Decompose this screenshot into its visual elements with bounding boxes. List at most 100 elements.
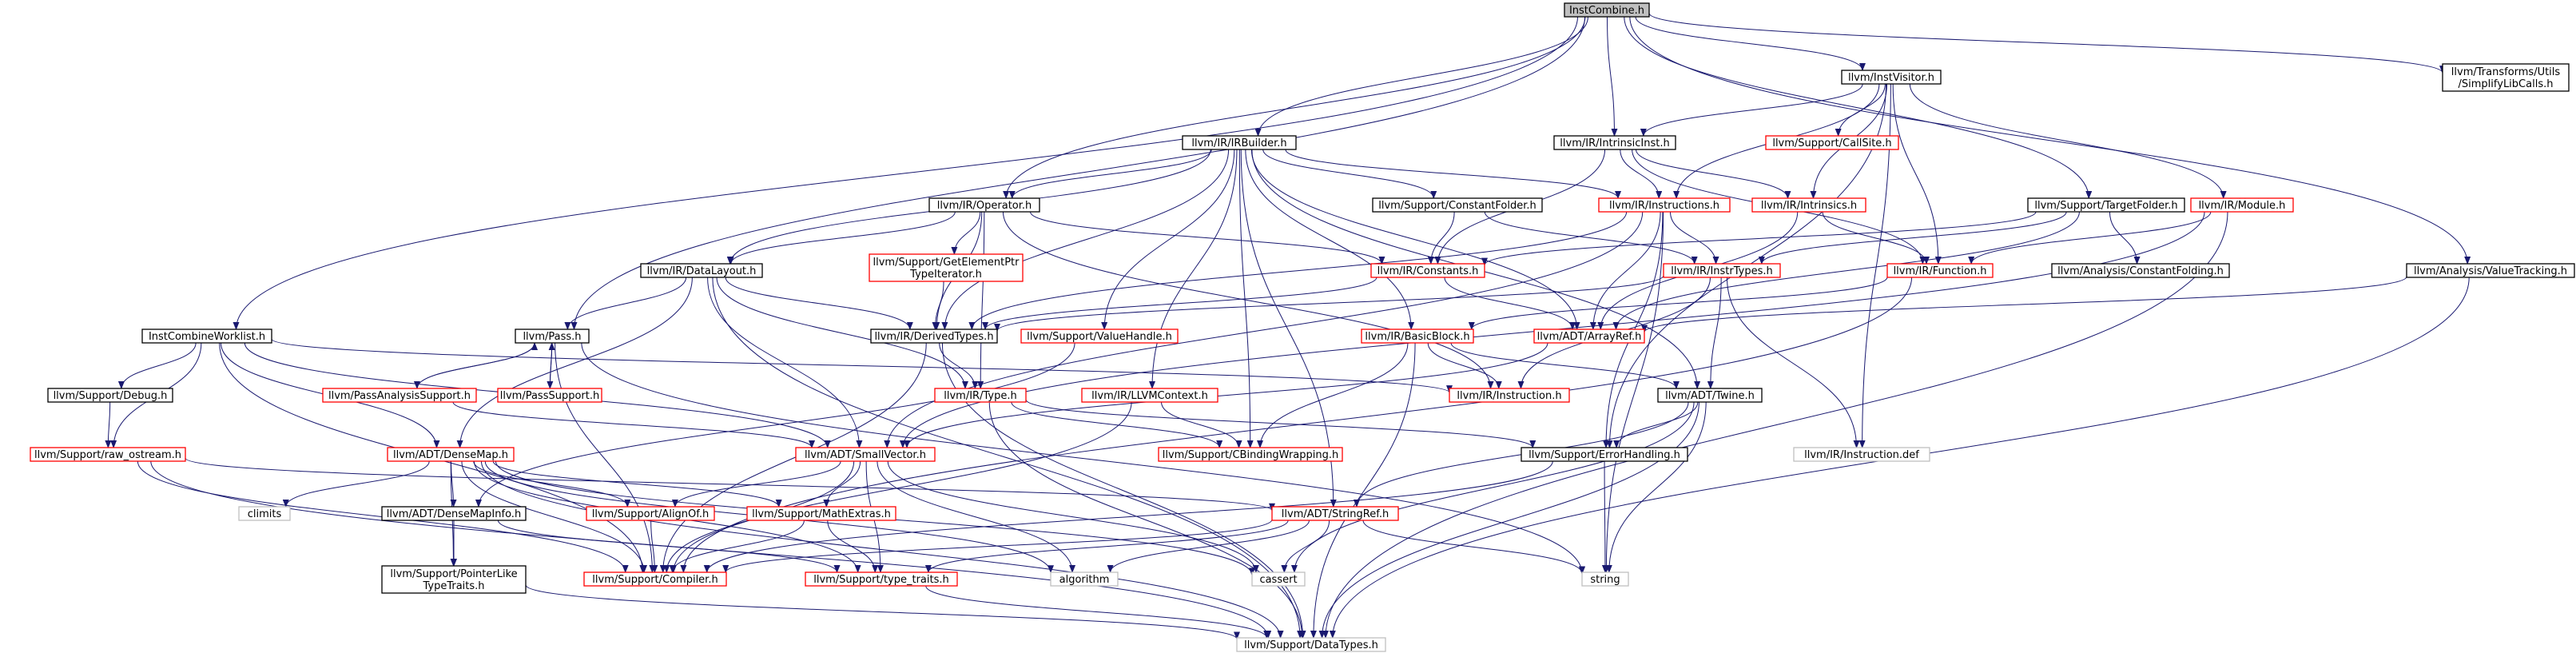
node-climits: climits	[238, 506, 291, 521]
node-compiler[interactable]: llvm/Support/Compiler.h	[583, 571, 727, 587]
node-box-typetraits	[805, 571, 958, 587]
edge-smallvector-to-alignof	[671, 460, 841, 508]
node-box-alignof	[586, 506, 715, 521]
edge-instrtypes-to-derivedtypes	[994, 275, 1664, 332]
node-valuehandle[interactable]: llvm/Support/ValueHandle.h	[1020, 329, 1179, 344]
node-rawostream[interactable]: llvm/Support/raw_ostream.h	[30, 447, 186, 462]
node-mathextras[interactable]: llvm/Support/MathExtras.h	[746, 506, 896, 521]
node-callsite[interactable]: llvm/Support/CallSite.h	[1765, 135, 1899, 150]
node-passanalysis[interactable]: llvm/PassAnalysisSupport.h	[322, 388, 477, 403]
node-instruction[interactable]: llvm/IR/Instruction.h	[1449, 388, 1570, 403]
edge-constants-to-derivedtypes	[982, 277, 1377, 330]
node-box-targetfolder	[2027, 197, 2185, 213]
node-label-pointerlike-0: llvm/Support/PointerLike	[390, 568, 517, 580]
node-label-operator: llvm/IR/Operator.h	[937, 200, 1032, 212]
edge-root-to-instvisitor	[1635, 16, 1866, 71]
node-errorhandling[interactable]: llvm/Support/ErrorHandling.h	[1521, 447, 1688, 462]
node-label-errorhandling: llvm/Support/ErrorHandling.h	[1529, 449, 1680, 461]
node-passsupport[interactable]: llvm/PassSupport.h	[497, 388, 602, 403]
node-twine[interactable]: llvm/ADT/Twine.h	[1657, 388, 1763, 403]
node-label-gep-1: TypeIterator.h	[909, 269, 982, 281]
node-irbuilder[interactable]: llvm/IR/IRBuilder.h	[1182, 135, 1297, 150]
node-intrinsics[interactable]: llvm/IR/Intrinsics.h	[1751, 197, 1866, 213]
edge-derivedtypes-to-type	[939, 342, 979, 389]
node-constants[interactable]: llvm/IR/Constants.h	[1370, 263, 1485, 278]
node-label-typetraits: llvm/Support/type_traits.h	[813, 574, 949, 586]
node-typetraits[interactable]: llvm/Support/type_traits.h	[805, 571, 958, 587]
node-type[interactable]: llvm/IR/Type.h	[934, 388, 1027, 403]
edge-instructions-to-string	[1603, 211, 1664, 573]
node-function[interactable]: llvm/IR/Function.h	[1886, 263, 1994, 278]
node-intrinsicinst[interactable]: llvm/IR/IntrinsicInst.h	[1553, 135, 1676, 150]
node-instrtypes[interactable]: llvm/IR/InstrTypes.h	[1663, 263, 1781, 278]
node-smallvector[interactable]: llvm/ADT/SmallVector.h	[795, 447, 936, 462]
node-simplifylibcalls[interactable]: llvm/Transforms/Utils/SimplifyLibCalls.h	[2442, 63, 2570, 92]
node-densemapinfo[interactable]: llvm/ADT/DenseMapInfo.h	[381, 506, 527, 521]
edge-irbuilder-to-llvmcontext	[1149, 149, 1238, 389]
node-box-debug	[47, 388, 173, 403]
node-datalayout[interactable]: llvm/IR/DataLayout.h	[640, 263, 763, 278]
node-densemap[interactable]: llvm/ADT/DenseMap.h	[387, 447, 515, 462]
edge-valuetracking-to-arrayref	[1641, 276, 2407, 333]
node-label-function: llvm/IR/Function.h	[1894, 265, 1987, 277]
edge-smallvector-to-mathextras	[823, 460, 861, 508]
node-constantfolder[interactable]: llvm/Support/ConstantFolder.h	[1372, 197, 1543, 213]
node-basicblock[interactable]: llvm/IR/BasicBlock.h	[1361, 329, 1474, 344]
node-targetfolder[interactable]: llvm/Support/TargetFolder.h	[2027, 197, 2185, 213]
node-llvmcontext[interactable]: llvm/IR/LLVMContext.h	[1081, 388, 1218, 403]
node-label-twine: llvm/ADT/Twine.h	[1665, 390, 1755, 402]
edge-instructions-to-derivedtypes	[968, 211, 1628, 330]
node-label-climits: climits	[248, 508, 282, 520]
node-box-worklist	[141, 329, 272, 344]
node-root[interactable]: InstCombine.h	[1564, 2, 1650, 18]
edge-stringref-to-cassert	[1281, 520, 1330, 573]
node-label-passanalysis: llvm/PassAnalysisSupport.h	[328, 390, 471, 402]
edge-worklist-to-instruction	[271, 338, 1453, 394]
node-label-instructiondef: llvm/IR/Instruction.def	[1804, 449, 1919, 461]
edge-mathextras-to-typetraits	[827, 520, 879, 573]
edge-type-to-cbinding	[1011, 401, 1223, 448]
edge-root-to-intrinsicinst	[1607, 16, 1618, 137]
node-alignof[interactable]: llvm/Support/AlignOf.h	[586, 506, 715, 521]
edge-targetfolder-to-constantfolding	[2109, 211, 2141, 265]
edge-operator-to-constants	[1030, 211, 1385, 265]
node-label-densemap: llvm/ADT/DenseMap.h	[393, 449, 508, 461]
node-valuetracking[interactable]: llvm/Analysis/ValueTracking.h	[2406, 263, 2575, 278]
edge-errorhandling-to-compiler	[703, 460, 1553, 573]
node-box-module	[2190, 197, 2294, 213]
edge-stringref-to-string	[1362, 520, 1585, 575]
node-box-smallvector	[795, 447, 936, 462]
node-label-datatypes: llvm/Support/DataTypes.h	[1244, 639, 1378, 651]
edge-constantfolder-to-instrtypes	[1484, 211, 1698, 265]
node-pass[interactable]: llvm/Pass.h	[515, 329, 590, 344]
node-debug[interactable]: llvm/Support/Debug.h	[47, 388, 173, 403]
node-operator[interactable]: llvm/IR/Operator.h	[928, 197, 1040, 213]
node-instructions[interactable]: llvm/IR/Instructions.h	[1598, 197, 1731, 213]
edge-datalayout-to-pass	[564, 277, 687, 330]
node-box-passanalysis	[322, 388, 477, 403]
edge-datalayout-to-densemap	[456, 277, 693, 448]
node-box-datalayout	[640, 263, 763, 278]
node-constantfolding[interactable]: llvm/Analysis/ConstantFolding.h	[2051, 263, 2230, 278]
node-stringref[interactable]: llvm/ADT/StringRef.h	[1271, 506, 1399, 521]
node-arrayref[interactable]: llvm/ADT/ArrayRef.h	[1533, 329, 1645, 344]
edge-densemap-to-mathextras	[492, 460, 782, 508]
edge-irbuilder-to-arrayref	[1250, 149, 1580, 330]
edge-module-to-datatypes	[1322, 211, 2228, 639]
edge-root-to-valuetracking	[1629, 16, 2471, 265]
node-cbinding[interactable]: llvm/Support/CBindingWrapping.h	[1158, 447, 1343, 462]
node-instvisitor[interactable]: llvm/InstVisitor.h	[1841, 70, 1942, 85]
node-box-basicblock	[1361, 329, 1474, 344]
node-derivedtypes[interactable]: llvm/IR/DerivedTypes.h	[870, 329, 998, 344]
edge-passanalysis-to-pass	[416, 342, 539, 389]
node-label-instruction: llvm/IR/Instruction.h	[1457, 390, 1561, 402]
node-worklist[interactable]: InstCombineWorklist.h	[141, 329, 272, 344]
edge-densemap-to-compiler	[461, 460, 648, 573]
edge-module-to-function	[1968, 211, 2212, 265]
edge-rawostream-to-stringref	[185, 457, 1275, 512]
edge-datalayout-to-type	[716, 277, 968, 389]
node-module[interactable]: llvm/IR/Module.h	[2190, 197, 2294, 213]
